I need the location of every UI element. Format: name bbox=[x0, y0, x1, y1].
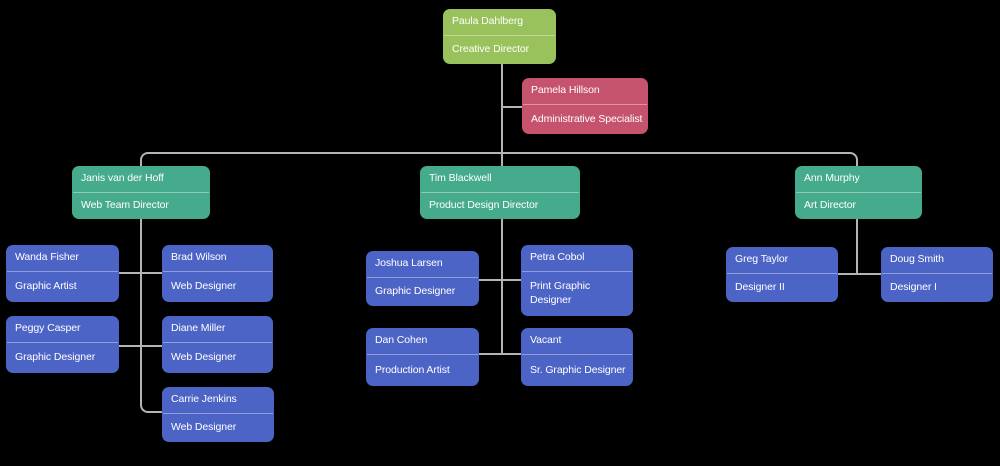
node-divider bbox=[523, 104, 647, 105]
org-node-joshua-larsen[interactable]: Joshua Larsen Graphic Designer bbox=[366, 251, 479, 306]
org-node-peggy-casper[interactable]: Peggy Casper Graphic Designer bbox=[6, 316, 119, 373]
org-node-petra-cobol[interactable]: Petra Cobol Print Graphic Designer bbox=[521, 245, 633, 316]
person-name: Wanda Fisher bbox=[15, 251, 79, 264]
person-title: Graphic Artist bbox=[15, 280, 77, 293]
org-node-ann-murphy[interactable]: Ann Murphy Art Director bbox=[795, 166, 922, 219]
connector-web-team-trunk bbox=[140, 219, 164, 413]
person-name: Carrie Jenkins bbox=[171, 393, 237, 406]
node-divider bbox=[421, 192, 579, 193]
person-title: Web Designer bbox=[171, 421, 237, 434]
org-node-carrie-jenkins[interactable]: Carrie Jenkins Web Designer bbox=[162, 387, 274, 442]
person-title: Sr. Graphic Designer bbox=[530, 363, 626, 376]
person-title: Print Graphic Designer bbox=[530, 280, 590, 306]
org-node-doug-smith[interactable]: Doug Smith Designer I bbox=[881, 247, 993, 302]
person-name: Joshua Larsen bbox=[375, 257, 443, 270]
connector-root-vertical bbox=[501, 64, 503, 154]
person-name: Tim Blackwell bbox=[429, 172, 492, 185]
person-title: Production Artist bbox=[375, 363, 450, 376]
node-divider bbox=[882, 273, 992, 274]
connector-art-trunk bbox=[856, 219, 858, 275]
org-node-janis-van-der-hoff[interactable]: Janis van der Hoff Web Team Director bbox=[72, 166, 210, 219]
node-divider bbox=[163, 342, 272, 343]
org-node-diane-miller[interactable]: Diane Miller Web Designer bbox=[162, 316, 273, 373]
connector-dan-vacant-stub bbox=[479, 353, 521, 355]
connector-assistant-stub bbox=[502, 106, 523, 108]
person-title: Web Team Director bbox=[81, 199, 169, 212]
org-node-vacant[interactable]: Vacant Sr. Graphic Designer bbox=[521, 328, 633, 386]
connector-wanda-brad-stub bbox=[119, 272, 162, 274]
connector-peggy-diane-stub bbox=[119, 345, 162, 347]
org-node-pamela-hillson[interactable]: Pamela Hillson Administrative Specialist bbox=[522, 78, 648, 134]
person-name: Pamela Hillson bbox=[531, 84, 600, 97]
person-title: Creative Director bbox=[452, 43, 530, 56]
node-divider bbox=[727, 273, 837, 274]
node-divider bbox=[367, 354, 478, 355]
person-name: Doug Smith bbox=[890, 253, 944, 266]
person-title: Art Director bbox=[804, 199, 856, 212]
connector-tim-stub bbox=[501, 152, 503, 166]
org-node-dan-cohen[interactable]: Dan Cohen Production Artist bbox=[366, 328, 479, 386]
person-title: Graphic Designer bbox=[375, 285, 456, 298]
node-divider bbox=[7, 342, 118, 343]
person-title: Web Designer bbox=[171, 351, 237, 364]
node-divider bbox=[444, 35, 555, 36]
node-divider bbox=[7, 271, 118, 272]
person-title: Web Designer bbox=[171, 280, 237, 293]
person-title: Product Design Director bbox=[429, 199, 539, 212]
person-title: Administrative Specialist bbox=[531, 112, 643, 125]
person-title: Designer I bbox=[890, 281, 937, 294]
person-name: Brad Wilson bbox=[171, 251, 227, 264]
node-divider bbox=[522, 354, 632, 355]
org-node-greg-taylor[interactable]: Greg Taylor Designer II bbox=[726, 247, 838, 302]
org-node-tim-blackwell[interactable]: Tim Blackwell Product Design Director bbox=[420, 166, 580, 219]
org-node-brad-wilson[interactable]: Brad Wilson Web Designer bbox=[162, 245, 273, 302]
person-name: Paula Dahlberg bbox=[452, 15, 523, 28]
person-name: Diane Miller bbox=[171, 322, 226, 335]
person-name: Ann Murphy bbox=[804, 172, 860, 185]
node-divider bbox=[796, 192, 921, 193]
node-divider bbox=[522, 271, 632, 272]
connector-product-design-trunk bbox=[501, 219, 503, 355]
org-node-wanda-fisher[interactable]: Wanda Fisher Graphic Artist bbox=[6, 245, 119, 302]
node-divider bbox=[73, 192, 209, 193]
connector-joshua-petra-stub bbox=[479, 279, 521, 281]
person-name: Dan Cohen bbox=[375, 334, 428, 347]
org-node-paula-dahlberg[interactable]: Paula Dahlberg Creative Director bbox=[443, 9, 556, 64]
person-title: Designer II bbox=[735, 281, 785, 294]
node-divider bbox=[367, 277, 478, 278]
person-name: Janis van der Hoff bbox=[81, 172, 164, 185]
person-name: Peggy Casper bbox=[15, 322, 81, 335]
connector-greg-doug-stub bbox=[838, 273, 881, 275]
node-divider bbox=[163, 413, 273, 414]
connector-directors-bracket bbox=[140, 152, 858, 166]
person-name: Greg Taylor bbox=[735, 253, 788, 266]
node-divider bbox=[163, 271, 272, 272]
person-name: Vacant bbox=[530, 334, 562, 347]
person-name: Petra Cobol bbox=[530, 251, 585, 264]
person-title: Graphic Designer bbox=[15, 351, 96, 364]
